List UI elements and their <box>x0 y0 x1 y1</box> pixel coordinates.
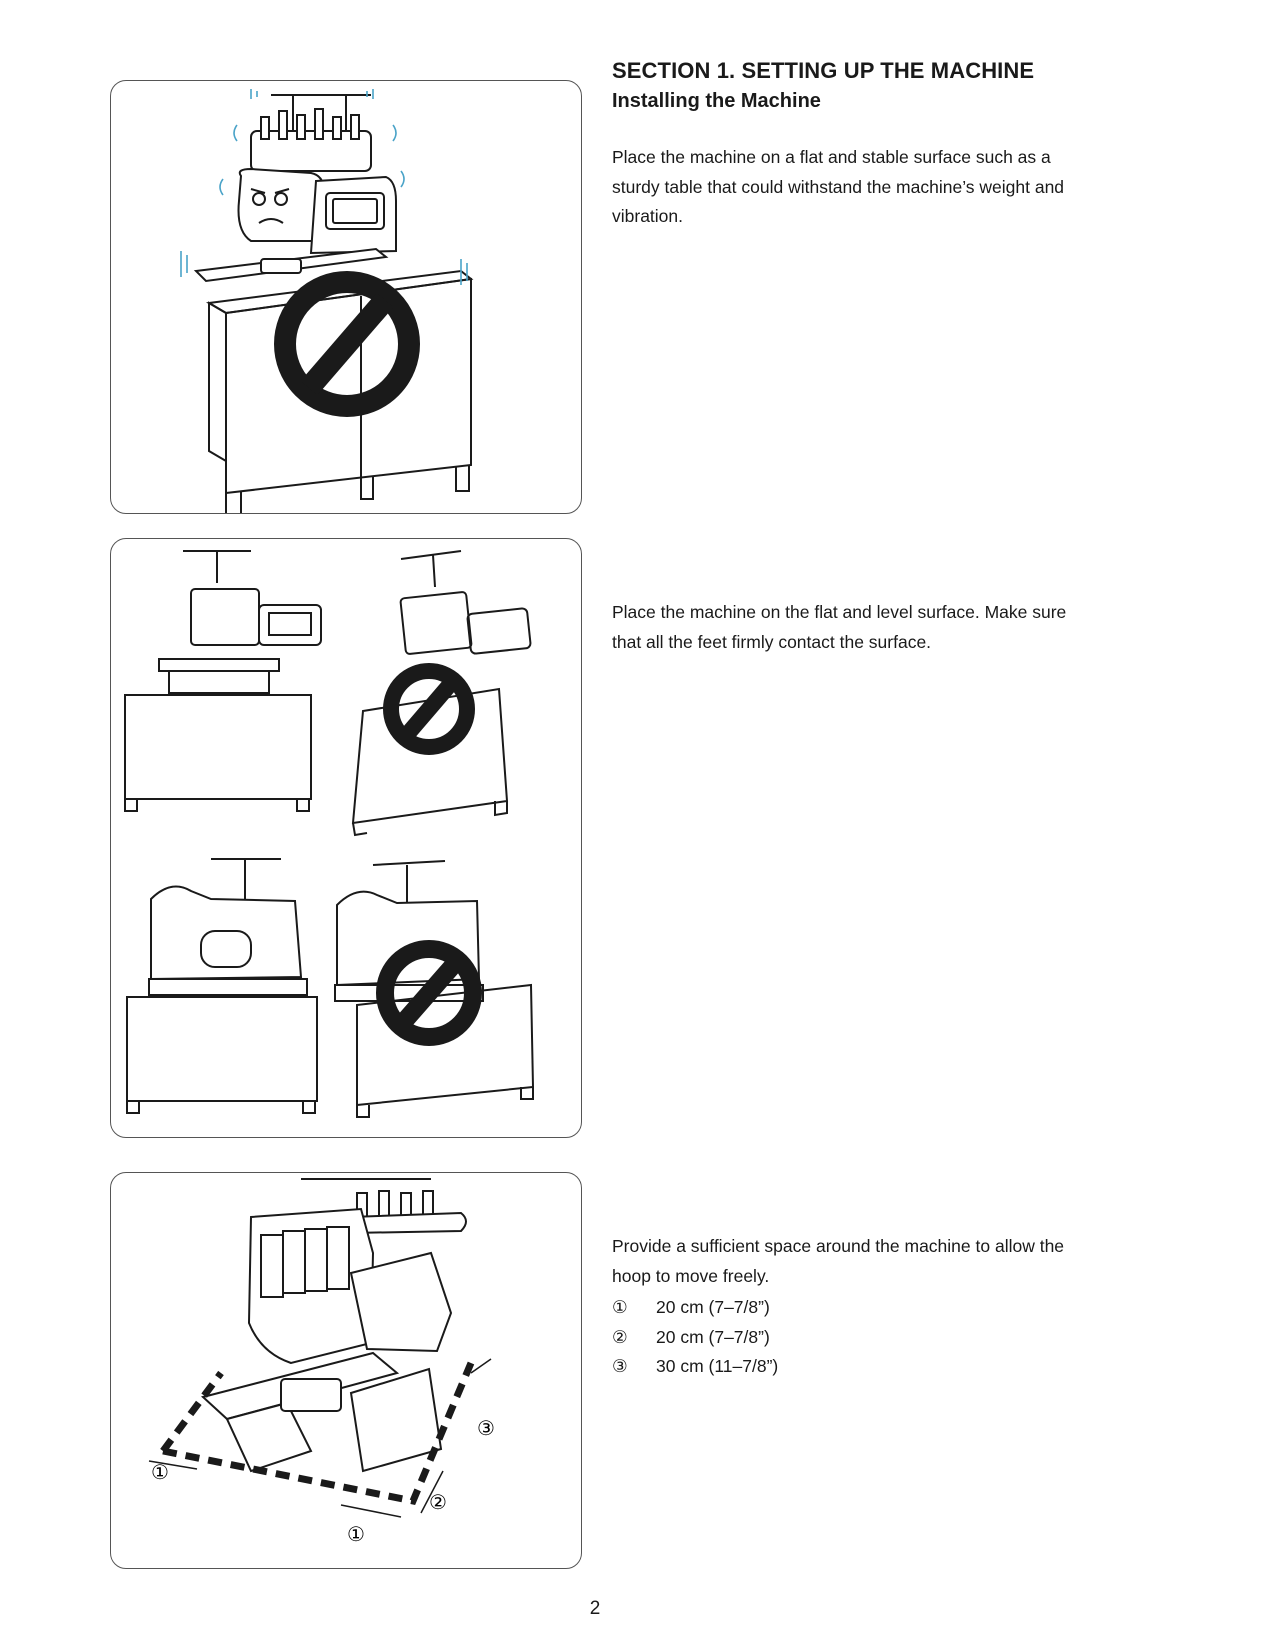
machine-face <box>250 188 290 224</box>
machine-drawing <box>193 94 397 283</box>
dimension-value: 20 cm (7–7/8”) <box>656 1297 770 1317</box>
table-drawing <box>205 269 474 513</box>
dimension-item: ② 20 cm (7–7/8”) <box>612 1323 778 1353</box>
figure-level-surface <box>110 538 582 1138</box>
figure-label-2: ② <box>429 1490 447 1514</box>
dimension-value: 30 cm (11–7/8”) <box>656 1356 779 1376</box>
clearance-dimensions: ① 20 cm (7–7/8”) ② 20 cm (7–7/8”) ③ 30 c… <box>612 1293 778 1382</box>
level-front-ok <box>124 550 322 812</box>
section-subtitle: Installing the Machine <box>612 90 821 112</box>
instruction-level-surface: Place the machine on the flat and level … <box>612 602 1067 652</box>
dimension-value: 20 cm (7–7/8”) <box>656 1326 770 1347</box>
figure-unstable-table <box>110 80 582 514</box>
figure-label-3: ③ <box>477 1416 495 1440</box>
figure-clearance-space: ① ① ② ③ <box>110 1172 582 1569</box>
dimension-marker: ③ <box>612 1356 628 1376</box>
level-side-ok <box>126 858 318 1114</box>
level-side-ng <box>334 860 535 1118</box>
dimension-lines <box>148 1358 492 1518</box>
instruction-stable-surface: Place the machine on a flat and stable s… <box>612 147 1065 226</box>
dimension-marker: ① <box>612 1297 628 1317</box>
dimension-marker: ② <box>612 1326 628 1347</box>
unstable-table-illustration <box>180 89 474 513</box>
instruction-clearance: Provide a sufficient space around the ma… <box>612 1236 1065 1286</box>
clearance-boundary <box>160 1361 475 1505</box>
clearance-space-illustration: ① ① ② ③ <box>148 1178 495 1546</box>
section-title: SECTION 1. SETTING UP THE MACHINE <box>612 58 1035 83</box>
vibration-marks <box>180 89 468 285</box>
level-surface-illustration <box>124 550 535 1118</box>
dimension-item: ① 20 cm (7–7/8”) <box>612 1293 778 1323</box>
figure-label-1b: ① <box>347 1522 365 1546</box>
clearance-machine <box>200 1178 467 1473</box>
figure-label-1: ① <box>151 1460 169 1484</box>
level-front-ng <box>351 550 532 837</box>
page-number: 2 <box>589 1598 601 1619</box>
prohibited-icon <box>274 271 420 417</box>
dimension-item: ③ 30 cm (11–7/8”) <box>612 1352 778 1382</box>
